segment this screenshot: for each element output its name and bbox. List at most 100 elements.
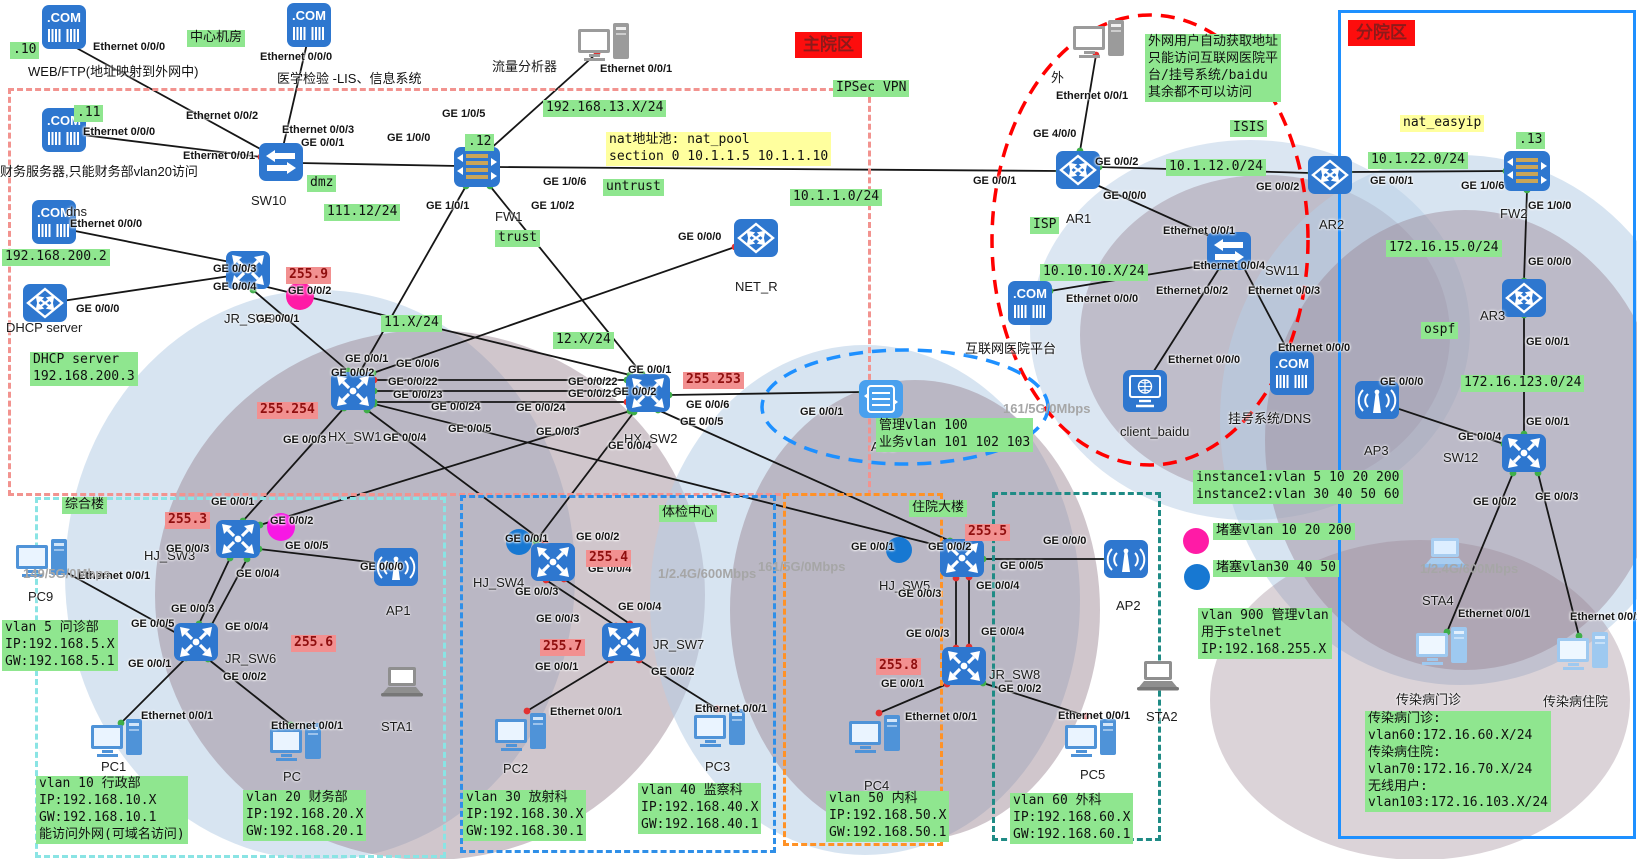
port-status-dot — [532, 537, 540, 545]
device-pc3[interactable] — [692, 707, 748, 753]
red-label-chip: 255.254 — [257, 402, 318, 419]
device-sw12[interactable] — [1501, 433, 1547, 473]
port-label: Ethernet 0/0/0 — [70, 218, 143, 230]
port-label: GE 0/0/1 — [345, 353, 389, 365]
wireless-rate-text: 161/5G/0Mbps — [758, 559, 846, 574]
port-label: GE 0/0/3 — [166, 543, 210, 555]
firewall-icon — [1503, 150, 1551, 192]
l2switch-icon — [1206, 231, 1252, 271]
port-label: GE 0/0/0 — [1528, 256, 1572, 268]
router-icon — [22, 283, 68, 323]
device-pc1[interactable] — [89, 717, 145, 763]
port-label: GE 0/0/1 — [505, 533, 549, 545]
port-status-dot — [1082, 712, 1090, 720]
port-label: GE 1/0/2 — [531, 200, 575, 212]
device-wai-pc[interactable] — [1071, 18, 1127, 64]
router-icon — [1307, 155, 1353, 195]
device-jr-sw9[interactable] — [225, 250, 271, 290]
port-label: GE 0/0/1 — [628, 364, 672, 376]
zone-isp-ellipse — [990, 13, 1310, 467]
device-server-webftp[interactable]: .COM — [41, 4, 87, 50]
device-pc9[interactable] — [14, 537, 70, 583]
port-status-dot — [523, 707, 531, 715]
port-label: GE 0/0/0 — [1043, 535, 1087, 547]
port-label: GE 0/0/1 — [851, 541, 895, 553]
port-label: GE 0/0/2 — [613, 386, 657, 398]
port-label: Ethernet 0/0/2 — [186, 110, 259, 122]
network-link — [1151, 266, 1221, 375]
device-label-ap2: AP2 — [1116, 598, 1141, 613]
device-label-pc-chuanran-menzhen: 传染病门诊 — [1396, 692, 1462, 707]
device-hj-sw3[interactable] — [215, 519, 261, 559]
device-jr-sw6[interactable] — [173, 622, 219, 662]
device-pc-chuanran-zhuyuan[interactable] — [1555, 630, 1611, 676]
pc_blue2-icon — [1555, 630, 1611, 676]
port-label: Ethernet 0/0/0 — [1278, 342, 1351, 354]
l3switch-icon — [225, 250, 271, 290]
device-sw11[interactable] — [1206, 231, 1252, 271]
legend-blue-dot — [1184, 564, 1210, 590]
device-hx-sw2[interactable] — [625, 373, 671, 413]
port-label: Ethernet 0/0/0 — [83, 126, 156, 138]
device-hj-sw4[interactable] — [530, 542, 576, 582]
device-ar1[interactable] — [1055, 150, 1101, 190]
device-hx-sw1[interactable] — [330, 371, 376, 411]
device-label-pc1: PC1 — [101, 759, 127, 774]
device-client-baidu[interactable] — [1122, 369, 1168, 413]
device-fw2[interactable] — [1503, 150, 1551, 192]
device-ar3[interactable] — [1501, 278, 1547, 318]
device-pc2[interactable] — [493, 711, 549, 757]
device-net-r[interactable] — [733, 218, 779, 258]
green-label-chip: 172.16.123.0/24 — [1461, 375, 1585, 392]
green-label-chip: DHCP server 192.168.200.3 — [30, 352, 138, 386]
background-blob — [650, 345, 1080, 855]
device-pc-chuanran-menzhen[interactable] — [1414, 625, 1470, 671]
port-label: GE 1/0/0 — [1528, 200, 1572, 212]
device-jr-sw8[interactable] — [941, 646, 987, 686]
green-label-chip: 111.12/24 — [324, 204, 401, 221]
device-ap2[interactable] — [1103, 539, 1149, 579]
device-ap3[interactable] — [1354, 380, 1400, 420]
network-link — [366, 409, 546, 544]
network-link — [66, 132, 262, 158]
device-server-dns[interactable]: .COM — [31, 199, 77, 245]
svg-text:.COM: .COM — [47, 113, 81, 128]
red-label-chip: 255.253 — [683, 372, 744, 389]
port-label: GE 0/0/1 — [256, 313, 300, 325]
device-liuliang-fenxiqi[interactable] — [576, 21, 632, 67]
device-fw1[interactable] — [453, 146, 501, 188]
green-label-chip: 10.1.1.0/24 — [790, 189, 883, 206]
pc_gray-icon — [1071, 18, 1127, 64]
device-ap1[interactable] — [373, 547, 419, 587]
port-label: GE 0/0/24 — [431, 401, 481, 413]
port-label: GE 0/0/5 — [285, 540, 329, 552]
device-hj-sw5[interactable] — [939, 538, 985, 578]
device-ar2[interactable] — [1307, 155, 1353, 195]
device-jr-sw7[interactable] — [601, 622, 647, 662]
device-sta4[interactable] — [1421, 536, 1469, 570]
device-sta1[interactable] — [378, 665, 426, 699]
network-link — [545, 579, 617, 627]
background-blob — [1265, 210, 1637, 670]
device-pc5[interactable] — [1063, 717, 1119, 763]
l3switch-icon — [1501, 433, 1547, 473]
l3switch-icon — [530, 542, 576, 582]
device-dhcp-server[interactable] — [22, 283, 68, 323]
device-ac1[interactable] — [858, 379, 904, 419]
red-label-chip: 255.8 — [876, 658, 922, 675]
device-pc-caiwu[interactable] — [268, 721, 324, 767]
blocked-dot-hjsw3 — [267, 513, 295, 541]
device-server-lis[interactable]: .COM — [286, 2, 332, 48]
pc_blue2-icon — [1414, 625, 1470, 671]
port-label: GE 0/0/1 — [1526, 416, 1570, 428]
port-label: GE 0/0/5 — [680, 416, 724, 428]
device-server-platform[interactable]: .COM — [1007, 280, 1053, 326]
device-server-guahao[interactable]: .COM — [1269, 350, 1315, 396]
device-pc4[interactable] — [847, 713, 903, 759]
ap-icon — [1354, 380, 1400, 420]
port-label: GE 0/0/1 — [800, 406, 844, 418]
device-sta2[interactable] — [1134, 659, 1182, 693]
device-sw10[interactable] — [258, 142, 304, 182]
network-link — [61, 275, 231, 302]
